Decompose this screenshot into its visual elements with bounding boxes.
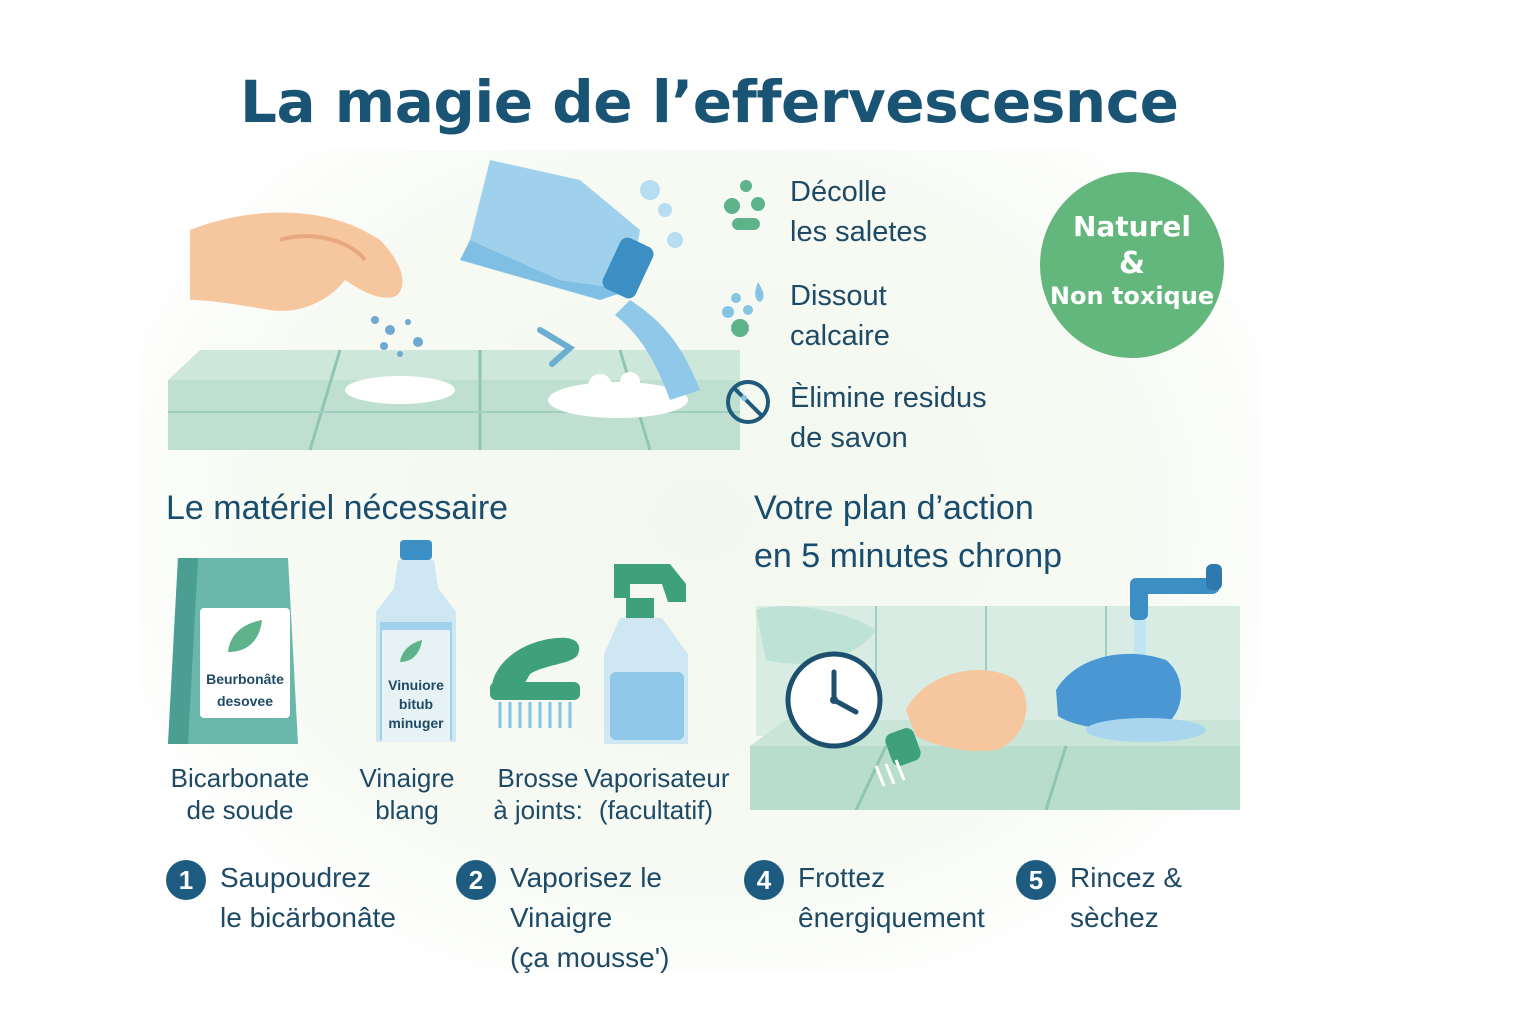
benefit-text: Dissout calcaire [790,280,890,352]
badge-ampersand: & [1118,246,1146,281]
badge-line-1: Naturel [1072,210,1192,243]
cloth-icon [1056,653,1206,742]
natural-nontoxic-badge: Naturel & Non toxique [1040,172,1224,358]
step-number-badge: 1 [166,860,206,900]
material-label-vinegar: Vinaigre blang [359,763,455,825]
vinegar-package-text: Vinuiore bitub minuger [388,677,444,731]
step-text: Frottez ênergiquement [798,862,985,933]
benefit-text: Décolle les saletes [790,176,928,248]
step-number-badge: 2 [456,860,496,900]
baking-soda-bag-icon [168,558,298,744]
tile-scene-svg [168,160,740,451]
material-label-baking-soda: Bicarbonate de soude [170,763,310,825]
vinegar-bottle: Vinuiore bitub minuger [372,538,460,744]
limescale-drops-icon [722,282,764,337]
scrubbing-hand-icon [874,670,1027,787]
step-1: 1 Saupoudrez le bicärbonâte [166,858,426,948]
materials-heading: Le matériel nécessaire [166,489,509,527]
plan-heading: Votre plan d’action en 5 minutes chronp [754,489,1063,575]
plan-illustration [746,560,1240,811]
benefit-text: Èlimine residus de savon [790,382,987,454]
spray-bottle [600,558,694,748]
benefit-item-dirt: Décolle les saletes [718,172,1038,252]
no-soap-icon [726,380,770,424]
grout-brush-icon [490,637,580,728]
vinegar-bottle-pouring-icon [460,160,654,300]
step-text: Vaporisez le Vinaigre (ça mousse') [510,862,670,973]
material-label-spray: Vaporisateur (facultatif) [584,763,730,825]
step-2: 2 Vaporisez le Vinaigre (ça mousse') [456,858,716,988]
benefit-item-limescale: Dissout calcaire [718,276,1038,356]
hand-icon [190,212,403,311]
step-text: Saupoudrez le bicärbonâte [220,862,396,933]
benefit-item-soap: Èlimine residus de savon [718,378,1038,458]
grout-brush [486,628,586,732]
material-label-brush: Brosse à joints: [493,763,583,825]
badge-line-2: Non toxique [1049,282,1215,310]
step-text: Rincez & sèchez [1070,862,1183,933]
baking-soda-bag: Beurbonâte desovee [164,548,302,748]
spray-bottle-icon [604,564,688,744]
baking-soda-package-text: Beurbonâte desovee [206,671,284,709]
hero-illustration [160,150,740,460]
cleaning-scene-svg [750,564,1240,811]
page-title: La magie de l’effervescesnce [240,68,1179,136]
clock-icon [785,651,883,749]
step-4: 4 Frottez ênergiquement [744,858,1014,948]
step-number-badge: 5 [1016,860,1056,900]
step-number-badge: 4 [744,860,784,900]
step-5: 5 Rincez & sèchez [1016,858,1216,948]
faucet-icon [1130,564,1222,664]
vinegar-bottle-icon [376,540,456,742]
dirt-drops-icon [724,180,765,230]
